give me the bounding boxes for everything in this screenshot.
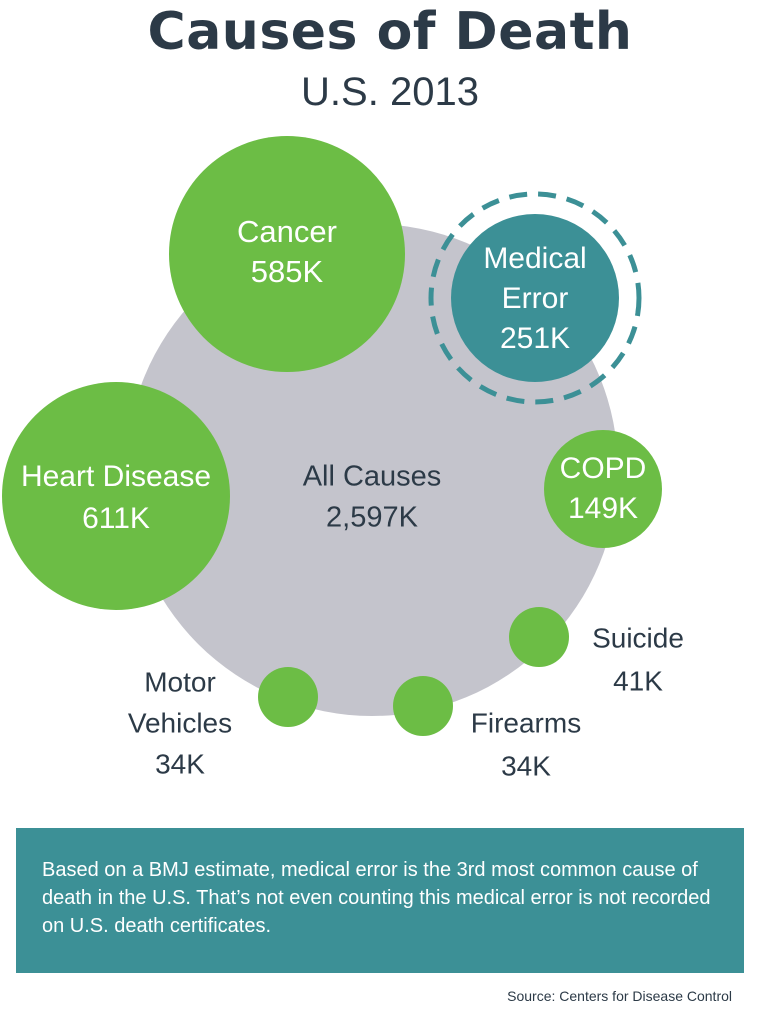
heart-disease-value: 611K (82, 502, 150, 535)
heart-disease-label: Heart Disease (21, 460, 211, 493)
medical-error-label: Error (502, 282, 569, 315)
motor-vehicles-bubble (258, 667, 318, 727)
medical-error-bubble (451, 214, 619, 382)
motor-vehicles-value: 34K (155, 748, 205, 779)
heart-disease-bubble (2, 382, 230, 610)
copd-value: 149K (568, 492, 638, 525)
all-causes-label: All Causes (303, 461, 442, 493)
note-text: Based on a BMJ estimate, medical error i… (42, 859, 711, 937)
firearms-label: Firearms (471, 707, 581, 738)
suicide-value: 41K (613, 665, 663, 696)
page-subtitle: U.S. 2013 (301, 70, 479, 114)
page-title: Causes of Death (147, 2, 633, 62)
medical-error-dashed-ring (428, 191, 642, 405)
source-credit: Source: Centers for Disease Control (507, 988, 732, 1004)
suicide-label: Suicide (592, 622, 684, 653)
firearms-value: 34K (501, 750, 551, 781)
note-box (16, 828, 744, 973)
medical-error-value: 251K (500, 322, 570, 355)
cancer-value: 585K (251, 254, 324, 289)
all-causes-value: 2,597K (326, 502, 419, 534)
suicide-bubble (509, 607, 569, 667)
copd-bubble (544, 430, 662, 548)
motor-vehicles-label: Vehicles (128, 707, 232, 738)
cancer-label: Cancer (237, 214, 337, 249)
cancer-bubble (169, 136, 405, 372)
medical-error-label: Medical (483, 242, 586, 275)
firearms-bubble (393, 676, 453, 736)
copd-label: COPD (560, 452, 647, 485)
motor-vehicles-label: Motor (144, 666, 216, 697)
